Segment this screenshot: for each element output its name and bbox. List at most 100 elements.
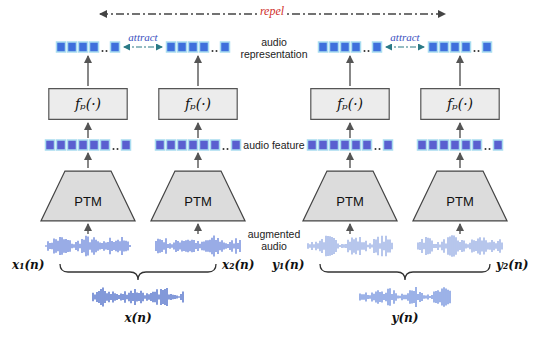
- signal-label: x₂(n): [222, 259, 255, 273]
- attract-line: [124, 46, 162, 47]
- waveform-bar: [455, 237, 456, 255]
- waveform-bar: [387, 289, 388, 306]
- vector-cell: [221, 42, 230, 52]
- waveform-bar: [114, 293, 115, 301]
- waveform-bar: [85, 236, 86, 256]
- box-shape: [421, 89, 499, 120]
- vector-cell: [473, 140, 482, 150]
- waveform-bar: [53, 239, 54, 254]
- waveform-bar: [79, 244, 80, 249]
- waveform-bar: [105, 242, 106, 249]
- waveform-bar: [154, 292, 155, 303]
- waveform-bar: [439, 245, 440, 248]
- vector-cell: [200, 42, 209, 52]
- waveform-bar: [435, 244, 436, 248]
- vector-dot: [113, 148, 115, 150]
- waveform-bar: [375, 240, 376, 253]
- waveform-bar: [431, 240, 432, 251]
- waveform-bar: [65, 239, 66, 253]
- waveform-bar: [425, 296, 426, 299]
- waveform-bar: [175, 240, 176, 252]
- waveform-bar: [351, 237, 352, 254]
- vector-cell: [178, 42, 187, 52]
- waveform-bar: [168, 294, 169, 299]
- waveform-bar: [93, 237, 94, 255]
- waveform-bar: [161, 240, 162, 252]
- waveform-bar: [176, 296, 177, 299]
- waveform-bar: [211, 238, 212, 254]
- ptm-trapezoid: PTM: [40, 170, 136, 222]
- waveform-bar: [387, 239, 388, 252]
- waveform-bar: [381, 292, 382, 303]
- waveform-bar: [115, 241, 116, 251]
- vector-dot: [379, 148, 381, 150]
- waveform-bar: [110, 294, 111, 300]
- waveform-bar: [160, 289, 161, 305]
- waveform-bar: [229, 242, 230, 250]
- waveform-bar: [225, 243, 226, 248]
- waveform-bar: [111, 241, 112, 251]
- vector-cell: [429, 42, 438, 52]
- signal-label: y₂(n): [496, 259, 528, 273]
- vector-cell: [451, 140, 460, 150]
- vector-cell: [373, 42, 382, 52]
- signal-label: y(n): [391, 312, 418, 326]
- waveform-bar: [311, 242, 312, 250]
- waveform-bar: [102, 287, 103, 306]
- waveform-bar: [471, 239, 472, 252]
- waveform-bar: [357, 241, 358, 250]
- waveform-bar: [343, 244, 344, 248]
- waveform-bar: [166, 288, 167, 306]
- waveform-bar: [397, 295, 398, 298]
- waveform-bar: [323, 242, 324, 250]
- waveform-bar: [77, 241, 78, 251]
- flow-arrow: [349, 153, 350, 168]
- flow-arrow: [349, 123, 350, 138]
- waveform-bar: [317, 243, 318, 248]
- waveform-bar: [321, 239, 322, 253]
- waveform-bar: [381, 236, 382, 256]
- waveform-bar: [497, 241, 498, 251]
- waveform-bar: [429, 238, 430, 254]
- waveform-bar: [467, 244, 468, 247]
- waveform-bar: [119, 241, 120, 251]
- waveform-bar: [132, 293, 133, 301]
- vector-cell: [440, 42, 449, 52]
- waveform-bar: [61, 237, 62, 255]
- waveform-bar: [239, 240, 240, 252]
- vector-cell: [200, 140, 209, 150]
- waveform-bar: [235, 238, 236, 254]
- vector-cell: [440, 140, 449, 150]
- waveform-bar: [439, 292, 440, 302]
- vector-dot: [227, 148, 229, 150]
- waveform-bar: [441, 288, 442, 305]
- flow-arrow: [459, 56, 460, 86]
- flow-arrow: [87, 224, 88, 234]
- flow-arrows: [88, 56, 460, 234]
- waveform-bar: [148, 294, 149, 299]
- waveform-bar: [227, 244, 228, 248]
- waveform-bar: [427, 238, 428, 254]
- vector-dot: [478, 50, 480, 52]
- waveform-bar: [431, 295, 432, 299]
- vector-dot: [106, 50, 108, 52]
- waveform-bar: [361, 294, 362, 300]
- waveform-bar: [87, 237, 88, 256]
- trapezoid-shape: [151, 171, 245, 221]
- waveform-bar: [363, 242, 364, 250]
- waveform-bar: [483, 238, 484, 255]
- flow-arrow: [197, 153, 198, 168]
- waveform-bar: [100, 289, 101, 305]
- waveform-bar: [112, 292, 113, 303]
- waveform-bar: [377, 290, 378, 304]
- waveform-bar: [419, 292, 420, 302]
- waveform-bar: [363, 294, 364, 300]
- vector-cell: [330, 140, 339, 150]
- waveform-bar: [158, 295, 159, 300]
- waveform-bar: [94, 295, 95, 300]
- vector-dot: [489, 148, 491, 150]
- waveform-bar: [329, 236, 330, 255]
- waveform-bar: [121, 237, 122, 255]
- waveform-bar: [393, 290, 394, 303]
- waveform-bar: [91, 240, 92, 253]
